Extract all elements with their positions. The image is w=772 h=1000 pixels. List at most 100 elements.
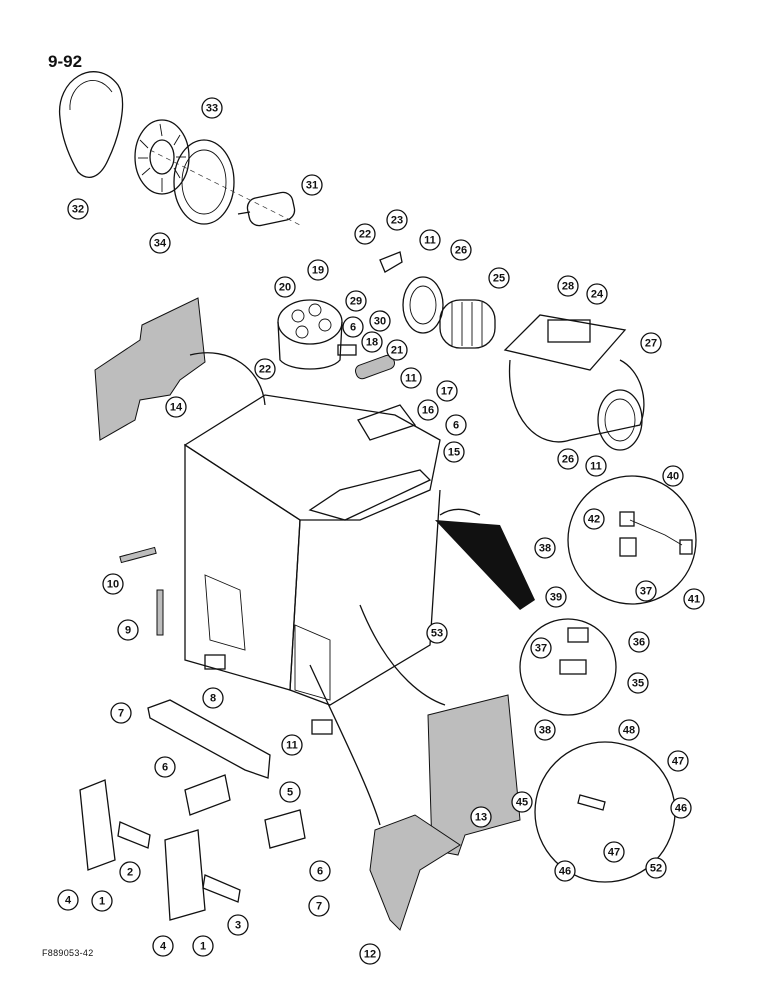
line-art (59, 71, 697, 931)
callout-circle (345, 290, 367, 312)
callout-circle (450, 239, 472, 261)
figure-code: F889053-42 (42, 948, 94, 958)
callout-circle (254, 358, 276, 380)
callout-30: 30 (369, 310, 391, 332)
callout-circle (640, 332, 662, 354)
callout-label: 2 (127, 867, 133, 879)
callout-15: 15 (443, 441, 465, 463)
leader-curve-14 (189, 352, 266, 406)
mount-foot-right (311, 719, 333, 735)
strip-9 (156, 589, 164, 636)
callout-19: 19 (307, 259, 329, 281)
insulation-panel-14 (94, 297, 206, 441)
callout-37: 37 (530, 637, 552, 659)
callout-circle (419, 229, 441, 251)
clip-2 (117, 821, 151, 849)
callout-label: 19 (312, 265, 324, 277)
callout-label: 7 (118, 708, 124, 720)
detail-circle-upper (567, 475, 697, 605)
callout-label: 37 (640, 586, 652, 598)
callout-6: 6 (342, 316, 364, 338)
callout-label: 34 (154, 238, 167, 250)
wire-harness (629, 519, 683, 546)
detail-circle-middle (519, 618, 617, 716)
callout-4: 4 (57, 889, 79, 911)
callout-label: 33 (206, 103, 218, 115)
callout-circle (400, 367, 422, 389)
gasket-ring-34 (173, 139, 235, 225)
callout-label: 48 (623, 725, 635, 737)
callout-label: 21 (391, 345, 403, 357)
callout-2: 2 (119, 861, 141, 883)
callout-21: 21 (386, 339, 408, 361)
callout-46: 46 (554, 860, 576, 882)
connector-41 (679, 539, 693, 555)
main-case-flange (308, 469, 432, 521)
callout-26: 26 (450, 239, 472, 261)
callout-41: 41 (683, 588, 705, 610)
callout-label: 25 (493, 273, 505, 285)
callout-38: 38 (534, 719, 556, 741)
callout-circle (426, 622, 448, 644)
callout-label: 47 (672, 756, 684, 768)
hose-21 (355, 354, 395, 380)
scroll-housing-outlet (547, 319, 591, 343)
callout-4: 4 (152, 935, 174, 957)
callout-circle (417, 399, 439, 421)
callout-11: 11 (281, 734, 303, 756)
callout-label: 46 (675, 803, 687, 815)
callout-label: 26 (455, 245, 467, 257)
plate-1b (164, 829, 206, 921)
clip-3 (202, 874, 241, 903)
insulation-panel-12 (369, 814, 461, 931)
callout-circle (117, 619, 139, 641)
callout-52: 52 (645, 857, 667, 879)
callout-label: 20 (279, 282, 291, 294)
callout-label: 4 (65, 895, 72, 907)
callout-circle (670, 797, 692, 819)
outlet-tube (337, 344, 357, 356)
leader-curve-12 (309, 664, 381, 826)
callout-label: 36 (633, 637, 645, 649)
callout-14: 14 (165, 396, 187, 418)
connector-40 (619, 511, 635, 527)
callout-label: 42 (588, 514, 600, 526)
callout-3: 3 (227, 914, 249, 936)
callout-6: 6 (445, 414, 467, 436)
callout-circle (165, 396, 187, 418)
callout-11: 11 (419, 229, 441, 251)
callout-label: 47 (608, 847, 620, 859)
callout-label: 28 (562, 281, 574, 293)
callout-circle (119, 861, 141, 883)
callout-circle (308, 895, 330, 917)
callout-7: 7 (308, 895, 330, 917)
callout-circle (154, 756, 176, 778)
callout-circle (683, 588, 705, 610)
callout-label: 40 (667, 471, 679, 483)
callout-label: 1 (99, 896, 105, 908)
blower-motor (246, 191, 296, 227)
blower-housing-rim (69, 80, 113, 111)
motor-shaft (237, 211, 251, 215)
callout-47: 47 (603, 841, 625, 863)
callout-31: 31 (301, 174, 323, 196)
callout-label: 4 (160, 941, 167, 953)
callout-circle (359, 943, 381, 965)
callout-47: 47 (667, 750, 689, 772)
blower-wheel-25-blades (451, 302, 483, 346)
callout-6: 6 (154, 756, 176, 778)
callout-circle (307, 259, 329, 281)
callout-label: 24 (591, 289, 604, 301)
callout-label: 35 (632, 678, 644, 690)
callout-label: 12 (364, 949, 376, 961)
callout-label: 17 (441, 386, 453, 398)
callout-48: 48 (618, 719, 640, 741)
callout-circle (534, 537, 556, 559)
scroll-housing-body (508, 359, 645, 443)
callout-16: 16 (417, 399, 439, 421)
callout-circle (149, 232, 171, 254)
callout-25: 25 (488, 267, 510, 289)
callout-27: 27 (640, 332, 662, 354)
callout-circle (618, 719, 640, 741)
callout-12: 12 (359, 943, 381, 965)
